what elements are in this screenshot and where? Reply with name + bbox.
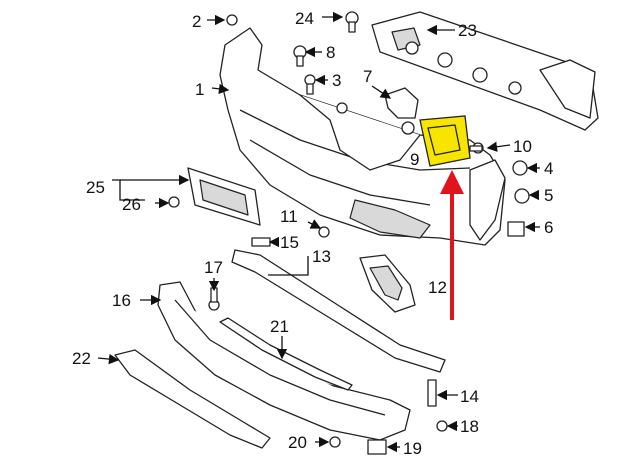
callout-25: 25 bbox=[86, 178, 105, 197]
callout-17: 17 bbox=[204, 258, 223, 277]
callout-9: 9 bbox=[410, 150, 419, 169]
callout-12: 12 bbox=[428, 278, 447, 297]
bumper-cover-part bbox=[219, 27, 506, 246]
callout-10: 10 bbox=[513, 137, 532, 156]
leader-lines bbox=[97, 11, 540, 453]
callout-5: 5 bbox=[544, 186, 553, 205]
callout-20: 20 bbox=[288, 433, 307, 452]
license-plate-bracket-part bbox=[187, 167, 261, 226]
callout-13: 13 bbox=[312, 247, 331, 266]
callout-4: 4 bbox=[544, 159, 553, 178]
callout-18: 18 bbox=[460, 417, 479, 436]
callout-24: 24 bbox=[295, 9, 314, 28]
callout-23: 23 bbox=[458, 21, 477, 40]
fasteners bbox=[168, 11, 530, 455]
grille-insert-part bbox=[359, 254, 416, 313]
callout-11: 11 bbox=[280, 207, 298, 226]
callout-2: 2 bbox=[192, 12, 201, 31]
highlight-fill bbox=[419, 115, 471, 167]
highlighted-mount-bracket-part bbox=[419, 115, 471, 167]
callout-15: 15 bbox=[280, 233, 299, 252]
callout-21: 21 bbox=[270, 317, 289, 336]
callout-1: 1 bbox=[195, 80, 204, 99]
callout-22: 22 bbox=[72, 349, 91, 368]
impact-bar-part bbox=[371, 11, 599, 131]
lower-deflector-part bbox=[114, 349, 271, 449]
callout-8: 8 bbox=[326, 43, 335, 62]
callout-14: 14 bbox=[460, 387, 479, 406]
side-bracket-part bbox=[384, 87, 419, 119]
callout-3: 3 bbox=[332, 71, 341, 90]
callout-7: 7 bbox=[363, 67, 372, 86]
callout-16: 16 bbox=[112, 291, 131, 310]
bumper-bracket-strip-part bbox=[231, 249, 446, 373]
callout-6: 6 bbox=[544, 218, 553, 237]
callout-26: 26 bbox=[122, 195, 141, 214]
callout-19: 19 bbox=[403, 439, 422, 458]
